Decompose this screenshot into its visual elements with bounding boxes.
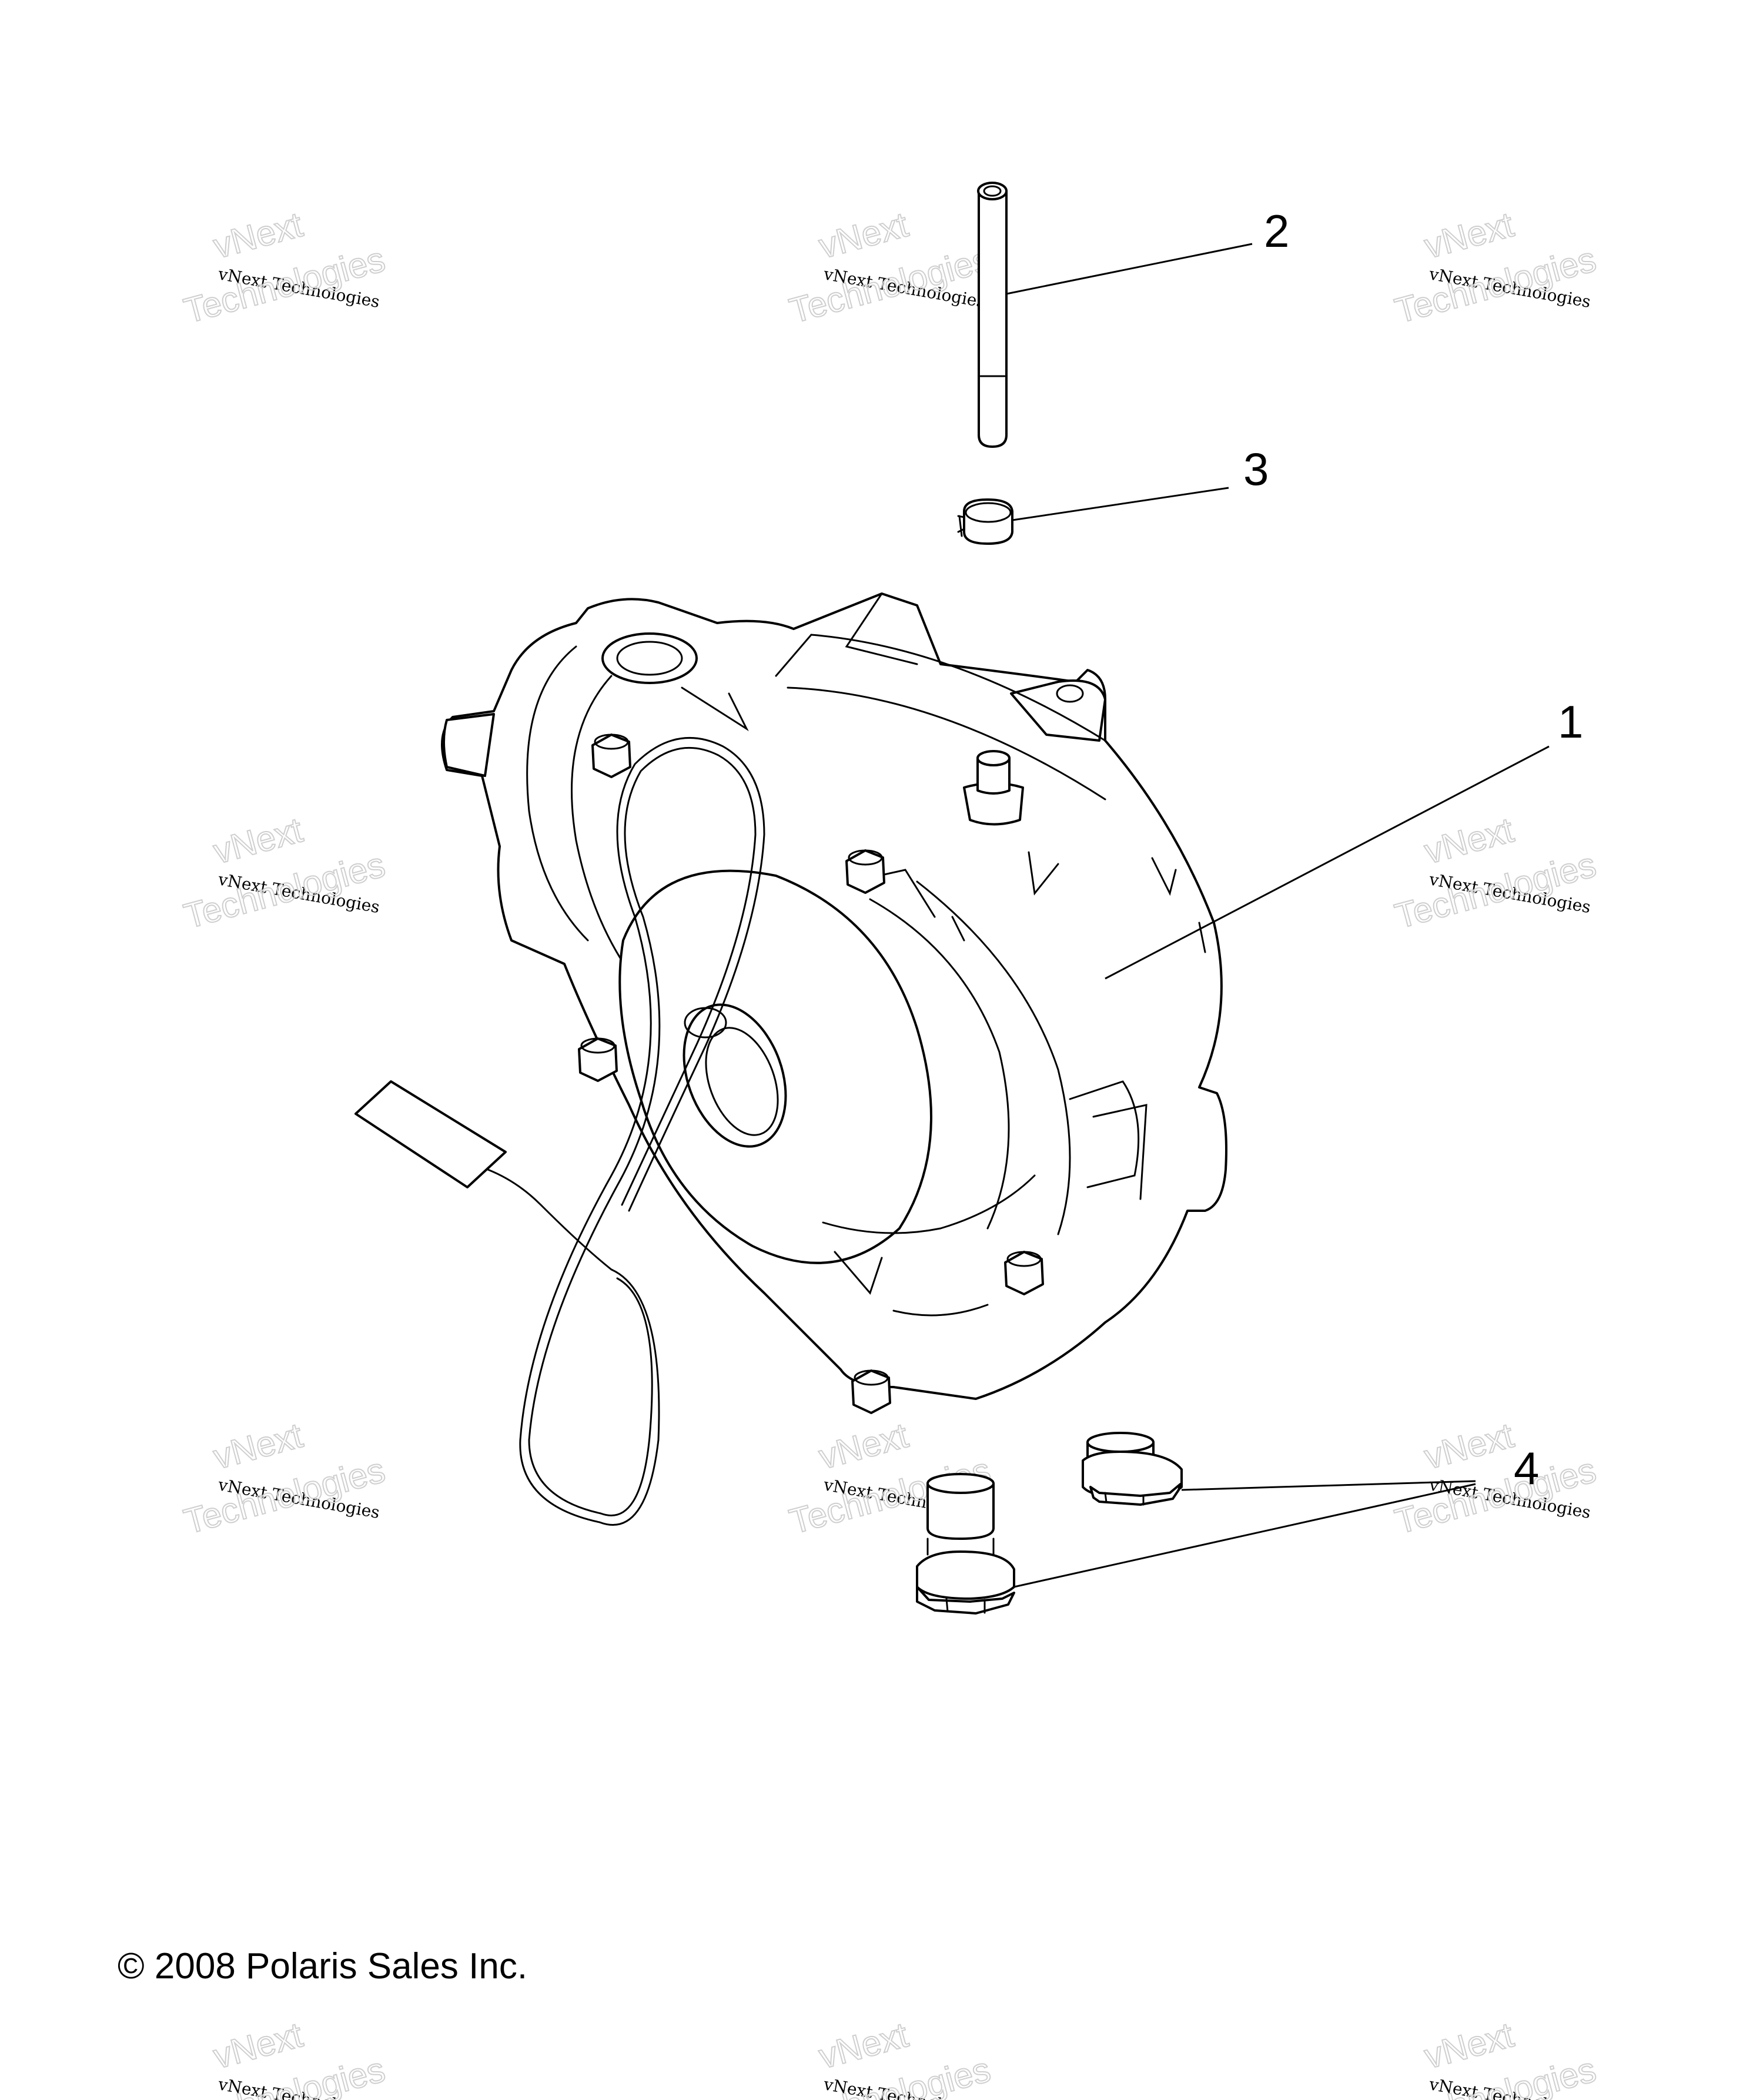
- callout-3: 3: [1243, 443, 1269, 495]
- svg-text:vNext: vNext: [815, 2015, 912, 2076]
- leader-line-4b: [1013, 1483, 1476, 1588]
- watermark: vNext vNext Technologies Technologies: [179, 2014, 390, 2100]
- svg-text:vNext: vNext: [1420, 810, 1518, 871]
- callout-4: 4: [1514, 1442, 1539, 1494]
- svg-text:vNext: vNext: [209, 205, 307, 266]
- svg-text:vNext: vNext: [1420, 205, 1518, 266]
- watermark: vNext vNext Technologies Technologies: [785, 2014, 995, 2100]
- flange-bolt[interactable]: [1082, 1432, 1183, 1506]
- vent-hose-part[interactable]: [977, 182, 1008, 448]
- watermark: vNext vNext Technologies Technologies: [1390, 204, 1601, 331]
- svg-text:vNext: vNext: [1420, 1415, 1518, 1476]
- svg-text:vNext: vNext: [209, 1415, 307, 1476]
- callout-2: 2: [1264, 205, 1289, 257]
- housing-bolt: [851, 1369, 891, 1414]
- watermark: vNext vNext Technologies Technologies: [1390, 1415, 1601, 1542]
- leader-line-2: [1006, 243, 1253, 295]
- watermark: vNext vNext Technologies Technologies: [179, 204, 390, 331]
- watermark: vNext vNext Technologies Technologies: [1390, 809, 1601, 936]
- watermark: vNext vNext Technologies Technologies: [179, 809, 390, 936]
- copyright-notice: © 2008 Polaris Sales Inc.: [118, 1946, 528, 1987]
- svg-text:vNext: vNext: [815, 1415, 912, 1476]
- leader-line-1: [1105, 745, 1550, 980]
- svg-text:Technologies: Technologies: [1391, 239, 1600, 330]
- svg-text:vNext: vNext: [815, 205, 912, 266]
- callouts: 2 3 1 4: [1243, 205, 1583, 1494]
- svg-text:vNext: vNext: [209, 810, 307, 871]
- hose-clamp-part[interactable]: [957, 498, 1013, 545]
- flange-bolt-part[interactable]: [916, 1432, 1183, 1615]
- flange-bolt[interactable]: [916, 1473, 1015, 1615]
- housing-bolt: [591, 734, 631, 778]
- watermark: vNext vNext Technologies Technologies: [785, 204, 995, 331]
- leader-lines: [1006, 243, 1550, 1588]
- svg-text:Technologies: Technologies: [785, 239, 995, 330]
- svg-text:Technologies: Technologies: [180, 1450, 389, 1541]
- svg-text:vNext: vNext: [1420, 2015, 1518, 2076]
- callout-1: 1: [1558, 696, 1583, 748]
- housing-bolt: [578, 1037, 618, 1082]
- leader-line-4a: [1181, 1480, 1476, 1491]
- leader-line-3: [1012, 487, 1229, 521]
- gearcase-assembly-part[interactable]: [354, 592, 1227, 1526]
- svg-text:Technologies: Technologies: [180, 239, 389, 330]
- watermark: vNext vNext Technologies Technologies: [1390, 2014, 1601, 2100]
- svg-text:Technologies: Technologies: [180, 845, 389, 936]
- housing-bolt: [1004, 1251, 1044, 1295]
- svg-text:Technologies: Technologies: [1391, 845, 1600, 936]
- housing-bolt: [845, 849, 885, 894]
- svg-text:vNext: vNext: [209, 2015, 307, 2076]
- watermark: vNext vNext Technologies Technologies: [179, 1415, 390, 1542]
